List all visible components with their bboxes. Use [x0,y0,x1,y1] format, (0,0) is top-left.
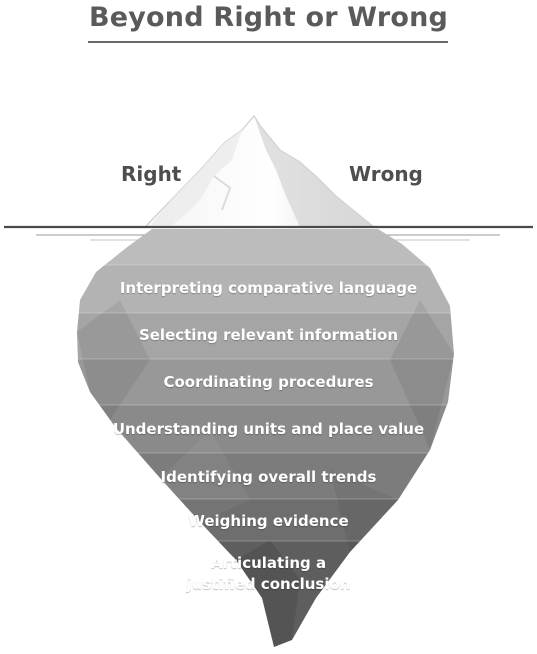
layer-label-relevant-information: Selecting relevant information [138,326,399,344]
layer-label-units-place-value: Understanding units and place value [112,420,425,438]
layer-label-overall-trends: Identifying overall trends [160,468,377,486]
iceberg-tip-facet [150,130,242,227]
right-label: Right [121,162,182,186]
layer-label-comparative-language: Interpreting comparative language [119,279,418,297]
iceberg-tip-shadow [254,116,374,227]
layer-label-justified-conclusion: Articulating a justified conclusion [186,554,351,593]
diagram-title: Beyond Right or Wrong [88,2,449,33]
layer-label-weighing-evidence: Weighing evidence [188,512,349,530]
wrong-label: Wrong [349,162,423,186]
title-underline [88,41,448,43]
layer-label-coordinating-procedures: Coordinating procedures [163,373,374,391]
